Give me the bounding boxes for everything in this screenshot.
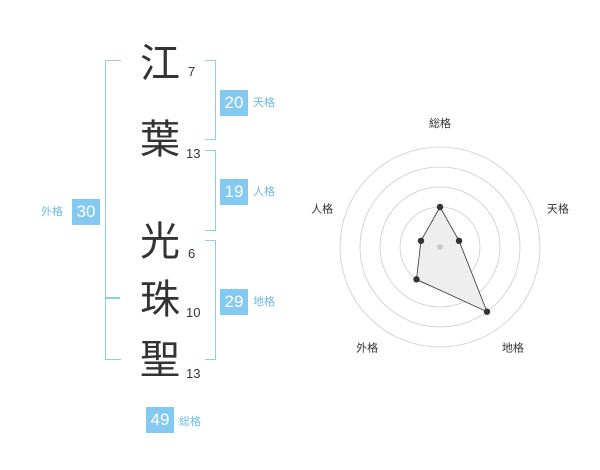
radar-polygon	[416, 206, 488, 313]
soukaku-badge: 49	[146, 407, 174, 433]
radar-ring	[379, 186, 501, 308]
radar-point-3	[483, 308, 491, 315]
character-1: 江	[140, 41, 180, 87]
radar-point-1	[436, 203, 444, 211]
radar-axis-label-5: 人格	[311, 202, 333, 216]
character-3: 光	[140, 219, 180, 265]
tenkaku-badge: 20	[220, 90, 248, 116]
stroke-count-5: 13	[186, 366, 201, 381]
radar-axis-label-1: 総格	[429, 116, 451, 130]
tenkaku-label: 天格	[253, 96, 275, 109]
gaikaku-label: 外格	[41, 205, 63, 218]
radar-point-4	[413, 276, 420, 283]
gaikaku-bracket	[105, 60, 121, 360]
character-2: 葉	[140, 117, 180, 163]
tenkaku-bracket	[205, 60, 216, 140]
radar-axis-label-4: 外格	[356, 340, 378, 354]
radar-ring	[359, 166, 521, 328]
gaikaku-divider	[105, 297, 120, 299]
chikaku-badge: 29	[220, 289, 248, 315]
radar-center	[437, 244, 443, 250]
stroke-count-4: 10	[186, 305, 201, 320]
stroke-count-1: 7	[188, 64, 196, 79]
radar-axis-label-3: 地格	[502, 340, 524, 354]
gaikaku-badge: 30	[72, 199, 100, 225]
radar-point-5	[417, 237, 425, 245]
chikaku-bracket	[205, 240, 216, 360]
jinkaku-label: 人格	[253, 185, 275, 198]
soukaku-label: 総格	[179, 415, 201, 428]
stroke-count-2: 13	[186, 146, 201, 161]
radar-ring	[339, 146, 541, 348]
chikaku-label: 地格	[253, 295, 275, 308]
stroke-count-3: 6	[188, 246, 196, 261]
jinkaku-badge: 19	[220, 179, 248, 205]
character-5: 聖	[140, 337, 180, 383]
jinkaku-bracket	[205, 150, 216, 231]
character-4: 珠	[140, 277, 180, 323]
radar-point-2	[455, 237, 463, 245]
radar-axis-label-2: 天格	[547, 202, 569, 216]
